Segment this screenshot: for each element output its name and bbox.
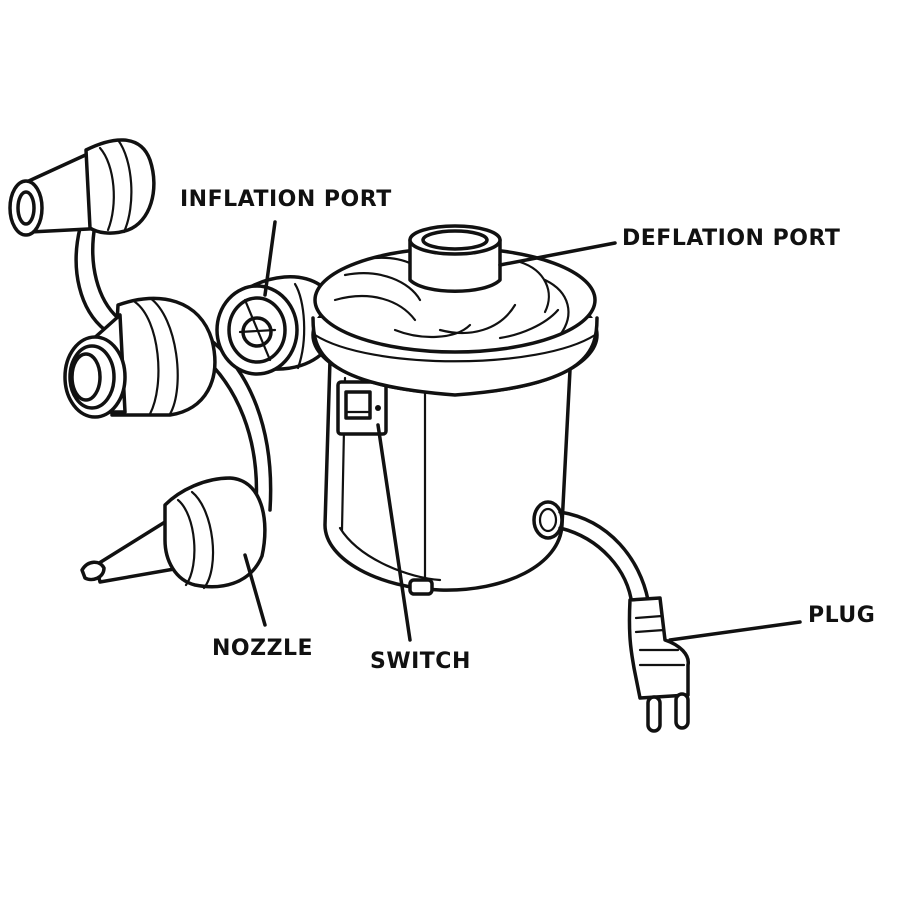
leader-switch bbox=[376, 423, 412, 642]
pump-top-housing bbox=[311, 224, 599, 397]
label-inflation-port: INFLATION PORT bbox=[180, 187, 392, 212]
label-plug: PLUG bbox=[808, 603, 875, 628]
power-cord bbox=[558, 510, 650, 607]
label-switch: SWITCH bbox=[370, 649, 471, 674]
pump-body bbox=[323, 358, 572, 596]
label-deflation-port: DEFLATION PORT bbox=[622, 226, 840, 251]
top-nozzle-adapter bbox=[8, 138, 156, 237]
leader-lines bbox=[243, 220, 802, 642]
leader-deflation-port bbox=[498, 241, 617, 267]
needle-nozzle bbox=[80, 476, 267, 590]
label-nozzle: NOZZLE bbox=[212, 636, 313, 661]
middle-nozzle-adapter bbox=[63, 296, 217, 419]
inflation-port-collar bbox=[215, 275, 332, 376]
plug bbox=[627, 596, 690, 733]
leader-inflation-port bbox=[263, 220, 277, 297]
leader-nozzle bbox=[243, 553, 267, 627]
leader-plug bbox=[668, 620, 802, 642]
